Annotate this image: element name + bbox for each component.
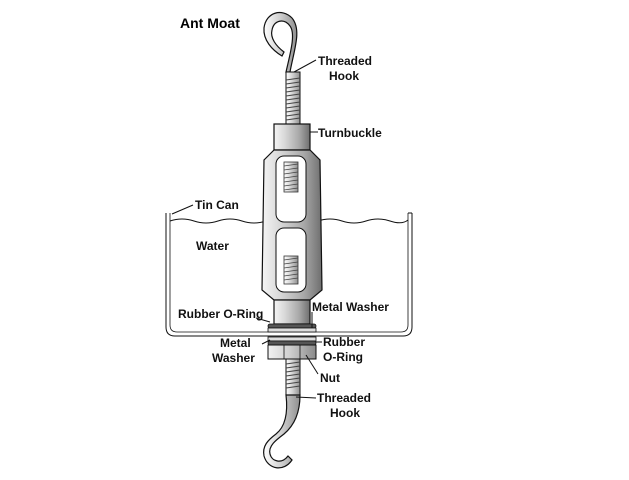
upper-metal-washer bbox=[267, 327, 317, 333]
water-surface bbox=[169, 218, 409, 224]
upper-window-thread-lines bbox=[283, 163, 299, 191]
leader-threaded-hook-top bbox=[293, 59, 317, 73]
label-rubber-o-ring-right-1: Rubber bbox=[323, 335, 365, 349]
label-threaded-hook-top-1: Threaded bbox=[318, 54, 372, 68]
label-metal-washer-left-2: Washer bbox=[212, 351, 255, 365]
hex-nut bbox=[267, 344, 317, 360]
label-threaded-hook-bottom-1: Threaded bbox=[317, 391, 371, 405]
leader-metal-washer-left bbox=[261, 339, 271, 345]
label-threaded-hook-bottom-2: Hook bbox=[330, 406, 360, 420]
bottom-hook-curve bbox=[263, 394, 301, 469]
bottom-rod-threads bbox=[285, 361, 301, 389]
tin-can-outline bbox=[165, 213, 413, 337]
lower-rubber-o-ring bbox=[267, 340, 317, 346]
leader-tin-can bbox=[171, 204, 194, 215]
leader-threaded-hook-bottom bbox=[295, 396, 317, 399]
top-hook-curve bbox=[263, 11, 298, 73]
bottom-threaded-rod bbox=[285, 358, 301, 396]
label-threaded-hook-top-2: Hook bbox=[329, 69, 359, 83]
leader-rubber-o-ring-left bbox=[255, 317, 271, 323]
label-tin-can: Tin Can bbox=[195, 198, 239, 212]
label-turnbuckle: Turnbuckle bbox=[318, 126, 382, 140]
upper-rubber-o-ring bbox=[267, 323, 317, 329]
label-rubber-o-ring-left: Rubber O-Ring bbox=[178, 307, 263, 321]
label-nut: Nut bbox=[320, 371, 340, 385]
label-metal-washer-right: Metal Washer bbox=[312, 300, 389, 314]
turnbuckle-top-collar bbox=[273, 123, 311, 151]
top-rod-threads bbox=[285, 77, 301, 121]
leader-nut bbox=[305, 354, 319, 375]
lower-metal-washer bbox=[267, 336, 317, 342]
label-rubber-o-ring-right-2: O-Ring bbox=[323, 350, 363, 364]
label-metal-washer-left-1: Metal bbox=[220, 336, 251, 350]
diagram-title: Ant Moat bbox=[180, 15, 240, 31]
lower-window-thread-lines bbox=[283, 257, 299, 281]
turnbuckle-bottom-collar bbox=[273, 299, 311, 325]
label-water: Water bbox=[196, 239, 229, 253]
